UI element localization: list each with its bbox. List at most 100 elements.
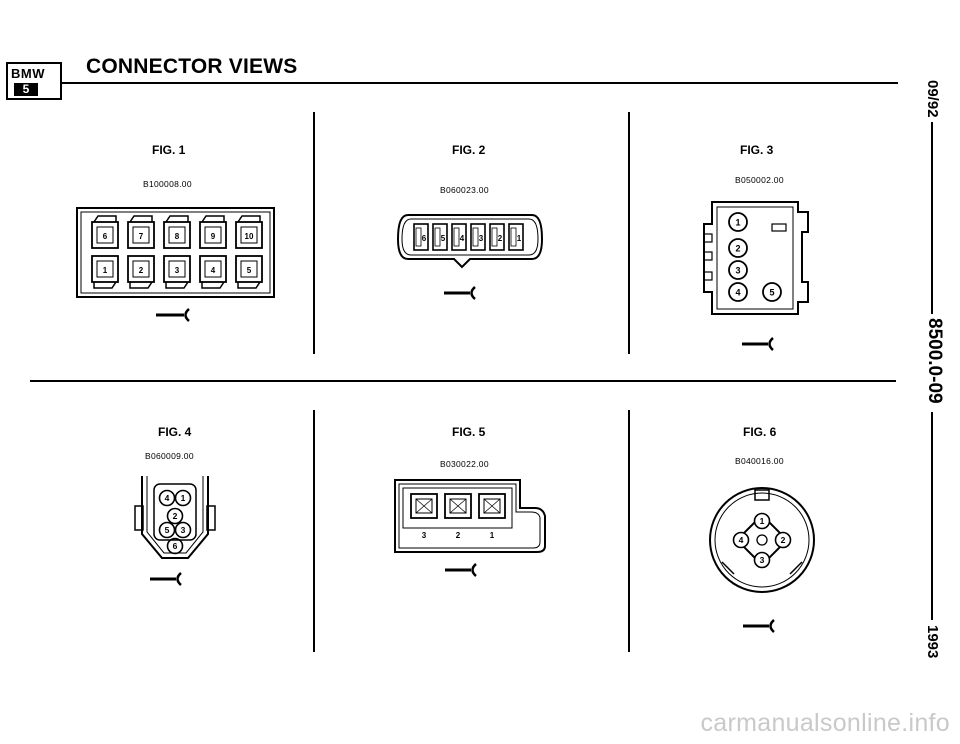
pin-number: 6 [422, 234, 427, 243]
pin-number: 3 [422, 531, 427, 540]
pin-number: 8 [175, 232, 180, 241]
pin-cavity: 3 [410, 493, 438, 540]
pin-number: 9 [211, 232, 216, 241]
pin-number: 7 [139, 232, 144, 241]
pin-cavity: 4 [451, 223, 467, 251]
pin-cavity: 7 [127, 215, 155, 249]
fig6-code: B040016.00 [735, 456, 784, 466]
fig4-label: FIG. 4 [158, 425, 192, 439]
pin-number: 1 [103, 266, 108, 275]
pin-number: 2 [781, 535, 786, 545]
pin-cavity: 3 [174, 521, 192, 539]
pin-number: 2 [456, 531, 461, 540]
orientation-key-mark [743, 619, 775, 633]
pin-cavity: 9 [199, 215, 227, 249]
pin-cavity: 1 [478, 493, 506, 540]
fig4-code: B060009.00 [145, 451, 194, 461]
column-divider-1a [313, 112, 315, 354]
pin-cavity: 6 [413, 223, 429, 251]
fig1-connector-diagram: 6 7 8 9 10 1 2 3 4 5 [76, 207, 275, 322]
pin-number: 1 [735, 218, 740, 228]
side-date: 09/92 [924, 80, 941, 118]
fig4-connector-diagram: 4 125 36 [134, 476, 216, 586]
fig5-code: B030022.00 [440, 459, 489, 469]
pin-cavity: 5 [158, 521, 176, 539]
pin-number: 5 [441, 234, 446, 243]
fig6-label: FIG. 6 [743, 425, 777, 439]
pin-cavity: 10 [235, 215, 263, 249]
side-year: 1993 [924, 625, 941, 659]
pin-cavity: 1 [728, 212, 748, 232]
pin-cavity: 2 [444, 493, 472, 540]
pin-cavity: 8 [163, 215, 191, 249]
pin-number: 5 [247, 266, 252, 275]
pin-number: 3 [181, 525, 186, 535]
pin-number: 2 [498, 234, 503, 243]
pin-number: 2 [139, 266, 144, 275]
pin-cavity: 3 [728, 260, 748, 280]
bmw-logo: BMW 5 [6, 62, 62, 100]
column-divider-1b [313, 410, 315, 652]
pin-cavity: 1 [174, 489, 192, 507]
pin-number: 10 [245, 232, 254, 241]
pin-cavity: 4 [732, 531, 750, 549]
fig6-connector-diagram: 1 2 3 4 [709, 487, 815, 633]
pin-number: 4 [739, 535, 744, 545]
pin-number: 5 [165, 525, 170, 535]
pin-number: 1 [517, 234, 522, 243]
header-rule [62, 82, 898, 84]
row-divider [30, 380, 896, 382]
pin-cavity: 2 [127, 255, 155, 289]
pin-number: 5 [769, 288, 774, 298]
pin-number: 4 [735, 288, 740, 298]
orientation-key-mark [742, 337, 774, 351]
pin-cavity: 3 [163, 255, 191, 289]
page-title: CONNECTOR VIEWS [86, 55, 298, 78]
pin-number: 6 [173, 541, 178, 551]
orientation-key-mark [150, 572, 182, 586]
pin-cavity: 1 [753, 512, 771, 530]
pin-cavity: 1 [508, 223, 524, 251]
fig3-code: B050002.00 [735, 175, 784, 185]
pin-number: 1 [760, 516, 765, 526]
pin-cavity: 5 [235, 255, 263, 289]
pin-cavity: 4 [728, 282, 748, 302]
pin-cavity: 2 [774, 531, 792, 549]
orientation-key-mark [156, 308, 190, 322]
pin-cavity: 3 [753, 551, 771, 569]
pin-cavity: 1 [91, 255, 119, 289]
pin-cavity: 4 [199, 255, 227, 289]
pin-cavity: 3 [470, 223, 486, 251]
pin-number: 2 [173, 511, 178, 521]
side-rule-2 [931, 412, 933, 620]
fig1-label: FIG. 1 [152, 143, 186, 157]
pin-cavity: 5 [432, 223, 448, 251]
pin-number: 4 [165, 493, 170, 503]
pin-number: 3 [479, 234, 484, 243]
fig2-connector-diagram: 6 5 4 3 2 1 [396, 214, 544, 300]
pin-number: 3 [760, 555, 765, 565]
pin-cavity: 6 [166, 537, 184, 555]
watermark: carmanualsonline.info [700, 709, 950, 737]
logo-brand: BMW [11, 66, 45, 81]
fig5-label: FIG. 5 [452, 425, 486, 439]
pin-number: 6 [103, 232, 108, 241]
side-doc-number: 8500.0-09 [924, 318, 945, 404]
column-divider-2b [628, 410, 630, 652]
pin-number: 1 [181, 493, 186, 503]
side-rule-1 [931, 122, 933, 314]
pin-number: 3 [175, 266, 180, 275]
fig2-label: FIG. 2 [452, 143, 486, 157]
logo-model: 5 [14, 83, 38, 96]
fig1-code: B100008.00 [143, 179, 192, 189]
fig5-connector-diagram: 3 2 1 [394, 479, 546, 577]
pin-number: 4 [460, 234, 465, 243]
pin-cavity: 5 [762, 282, 782, 302]
pin-number: 4 [211, 266, 216, 275]
orientation-key-mark [444, 286, 476, 300]
pin-number: 3 [735, 266, 740, 276]
pin-cavity: 2 [489, 223, 505, 251]
pin-cavity: 2 [166, 507, 184, 525]
column-divider-2a [628, 112, 630, 354]
